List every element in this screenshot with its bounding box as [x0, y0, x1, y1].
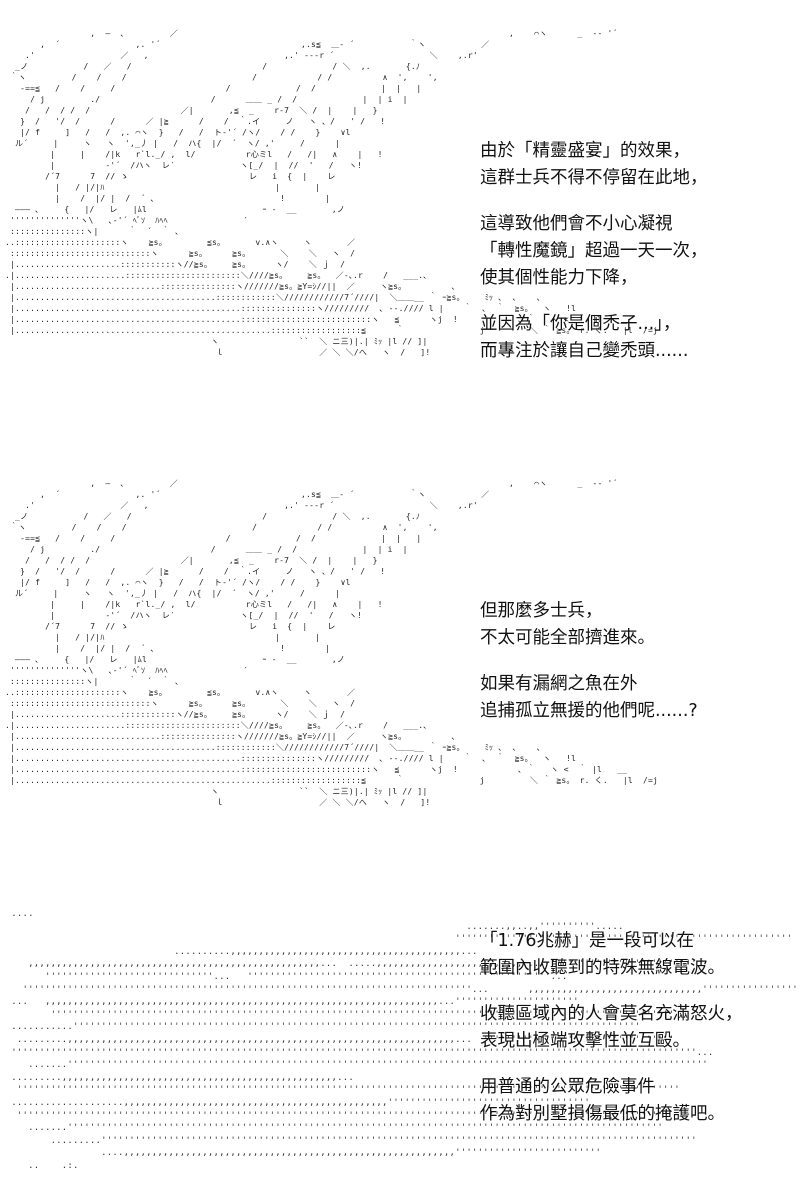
caption-line: 範圍內收聽到的特殊無線電波。 [480, 958, 725, 978]
caption-line: 並因為「你是個禿子...」， [480, 314, 681, 334]
panel-3: .... .......,,..,,''''''''''..... '' [0, 890, 800, 1200]
caption-line: 收聽區域內的人會莫名充滿怒火， [480, 1004, 743, 1024]
caption-line: 而專注於讓自己變禿頭...... [480, 341, 689, 361]
caption-line: 不太可能全部擠進來。 [480, 628, 655, 648]
caption-line: 如果有漏網之魚在外 [480, 674, 638, 694]
ascii-art-crowd: .... .......,,..,,''''''''''..... '' [11, 909, 800, 1171]
caption-3-paragraph-3: 用普通的公眾危險事件 作為對別墅損傷最低的掩護吧。 [480, 1074, 792, 1128]
ascii-art-figure-1: , ― ､ ／ , ⌒ヽ _ -‐ '´ , ´ ,. '´ ,.s≦ ＿‐ ´… [5, 29, 659, 357]
caption-line: 追捕孤立無援的他們呢......? [480, 701, 698, 721]
caption-line: 「轉性魔鏡」超過一天一次， [480, 241, 708, 261]
caption-1-paragraph-1: 由於「精靈盛宴」的效果， 這群士兵不得不停留在此地， [480, 138, 792, 192]
caption-1-paragraph-3: 並因為「你是個禿子...」， 而專注於讓自己變禿頭...... [480, 311, 792, 365]
caption-2-paragraph-1: 但那麼多士兵， 不太可能全部擠進來。 [480, 598, 792, 652]
caption-2: 但那麼多士兵， 不太可能全部擠進來。 如果有漏網之魚在外 追捕孤立無援的他們呢.… [480, 598, 792, 744]
caption-line: 作為對別墅損傷最低的掩護吧。 [480, 1104, 725, 1124]
caption-2-paragraph-2: 如果有漏網之魚在外 追捕孤立無援的他們呢......? [480, 671, 792, 725]
caption-3-paragraph-1: 「1.76兆赫」是一段可以在 範圍內收聽到的特殊無線電波。 [480, 928, 792, 982]
caption-line: 但那麼多士兵， [480, 601, 603, 621]
caption-3: 「1.76兆赫」是一段可以在 範圍內收聽到的特殊無線電波。 收聽區域內的人會莫名… [480, 928, 792, 1147]
caption-3-paragraph-2: 收聽區域內的人會莫名充滿怒火， 表現出極端攻擊性並互毆。 [480, 1001, 792, 1055]
caption-line: 表現出極端攻擊性並互毆。 [480, 1031, 690, 1051]
panel-2: , ― ､ ／ , ⌒ヽ _ -‐ '´ , ´ ,. '´ ,.s≦ ＿‐ ´… [0, 450, 800, 870]
caption-line: 使其個性能力下降， [480, 268, 638, 288]
caption-line: 這群士兵不得不停留在此地， [480, 168, 708, 188]
caption-line: 由於「精靈盛宴」的效果， [480, 141, 690, 161]
caption-line: 這導致他們會不小心凝視 [480, 214, 673, 234]
caption-1: 由於「精靈盛宴」的效果， 這群士兵不得不停留在此地， 這導致他們會不小心凝視 「… [480, 138, 792, 384]
caption-line: 用普通的公眾危險事件 [480, 1077, 655, 1097]
ascii-art-figure-2: , ― ､ ／ , ⌒ヽ _ -‐ '´ , ´ ,. '´ ,.s≦ ＿‐ ´… [5, 479, 659, 807]
caption-1-paragraph-2: 這導致他們會不小心凝視 「轉性魔鏡」超過一天一次， 使其個性能力下降， [480, 211, 792, 292]
caption-line: 「1.76兆赫」是一段可以在 [480, 931, 694, 951]
panel-1: , ― ､ ／ , ⌒ヽ _ -‐ '´ , ´ ,. '´ ,.s≦ ＿‐ ´… [0, 0, 800, 450]
